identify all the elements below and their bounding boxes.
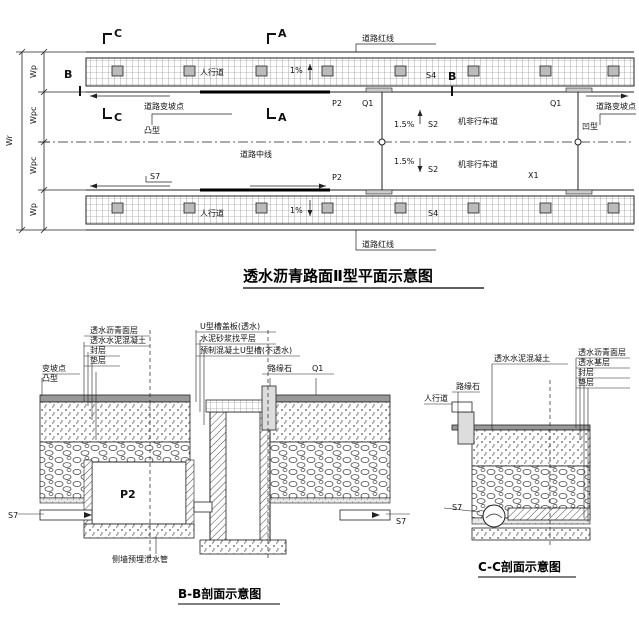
section-bb: 透水沥青面层 透水水泥混凝土 封层 垫层 变坡点 凸型 U型槽盖板(透水) 水泥… — [8, 321, 410, 605]
cc-curb: 路缘石 — [456, 381, 480, 391]
section-c-bottom: C — [114, 111, 122, 124]
cc-base: 透水基层 — [578, 357, 610, 367]
plan-title: 透水沥青路面Ⅱ型平面示意图 — [243, 267, 433, 285]
slope-lane-bottom: 1.5% — [394, 157, 415, 166]
bb-title: B-B剖面示意图 — [178, 586, 261, 601]
top-drain-inlets — [111, 65, 620, 77]
sidewalk-bottom-label: 人行道 — [200, 208, 224, 218]
change-point-right: 道路变坡点 — [596, 101, 636, 111]
nonmotor-lane-top: 机非行车道 — [458, 116, 498, 126]
cross-node-right — [574, 138, 582, 146]
cross-node-left — [378, 138, 386, 146]
change-point-left: 道路变坡点 — [144, 101, 184, 111]
road-red-line-top: 道路红线 — [362, 33, 394, 43]
bb-s7-right: S7 — [396, 517, 406, 526]
dim-wp-bottom: Wp — [29, 203, 38, 216]
road-center-line-label: 道路中线 — [240, 149, 272, 159]
sidewalk-top-label: 人行道 — [200, 67, 224, 77]
bb-layer-cushion: 垫层 — [90, 355, 106, 365]
dim-wpc-top: Wpc — [29, 107, 38, 124]
bb-q1: Q1 — [312, 364, 323, 373]
cc-s7: S7 — [452, 503, 462, 512]
road-red-line-bottom: 道路红线 — [362, 239, 394, 249]
bb-layer-asphalt: 透水沥青面层 — [90, 325, 138, 335]
bb-pipe: 侧墙预埋泄水管 — [112, 554, 168, 564]
section-b-right: B — [448, 70, 456, 83]
s4-bottom-label: S4 — [428, 209, 438, 218]
bottom-drain-inlets — [111, 202, 620, 214]
bb-layer-seal: 封层 — [90, 345, 106, 355]
bb-change-point: 变坡点 — [42, 363, 66, 373]
s4-top-label: S4 — [426, 71, 436, 80]
s2-top-label: S2 — [428, 120, 438, 129]
cc-cushion: 垫层 — [578, 377, 594, 387]
nonmotor-lane-bottom: 机非行车道 — [458, 159, 498, 169]
bottom-sidewalk-band — [85, 195, 635, 225]
bb-s7-left: S7 — [8, 511, 18, 520]
x1-label: X1 — [528, 171, 539, 180]
slope-top-label: 1% — [290, 66, 303, 75]
dim-wr: Wr — [5, 134, 14, 146]
cc-title: C-C剖面示意图 — [478, 559, 561, 574]
slope-lane-top: 1.5% — [394, 120, 415, 129]
section-cc: 透水水泥混凝土 透水沥青面层 透水基层 封层 垫层 路缘石 人行道 S7 C-C… — [424, 347, 630, 578]
s7-label: S7 — [150, 172, 160, 181]
cc-seal: 封层 — [578, 367, 594, 377]
bb-p2: P2 — [120, 488, 136, 501]
bb-convex: 凸型 — [42, 374, 58, 383]
convex-type-label: 凸型 — [144, 126, 160, 135]
bb-u-cover: U型槽盖板(透水) — [200, 321, 260, 331]
cc-concrete: 透水水泥混凝土 — [494, 353, 550, 363]
slope-bottom-label: 1% — [290, 206, 303, 215]
p2-top-label: P2 — [332, 99, 342, 108]
dim-wp-top: Wp — [29, 65, 38, 78]
concave-type-label: 凹型 — [582, 122, 598, 131]
section-c-top: C — [114, 27, 122, 40]
cc-sidewalk: 人行道 — [424, 393, 448, 403]
bb-curb: 路缘石 — [268, 363, 292, 373]
top-sidewalk-band — [85, 57, 635, 87]
bb-cement-mortar: 水泥砂浆找平层 — [200, 333, 256, 343]
section-a-bottom: A — [278, 111, 287, 124]
dim-wpc-bottom: Wpc — [29, 157, 38, 174]
section-a-top: A — [278, 27, 287, 40]
q1-left-label: Q1 — [362, 99, 373, 108]
plan-view: 道路红线 道路红线 人行道 人行道 1% 1% 道路变坡点 凸型 道路变坡点 凹… — [5, 27, 636, 289]
s2-bottom-label: S2 — [428, 165, 438, 174]
section-b-left: B — [64, 68, 72, 81]
bb-precast-u: 预制混凝土U型槽(不透水) — [200, 345, 292, 355]
cc-asphalt: 透水沥青面层 — [578, 347, 626, 357]
p2-bottom-label: P2 — [332, 173, 342, 182]
q1-right-label: Q1 — [550, 99, 561, 108]
bb-layer-concrete: 透水水泥混凝土 — [90, 335, 146, 345]
